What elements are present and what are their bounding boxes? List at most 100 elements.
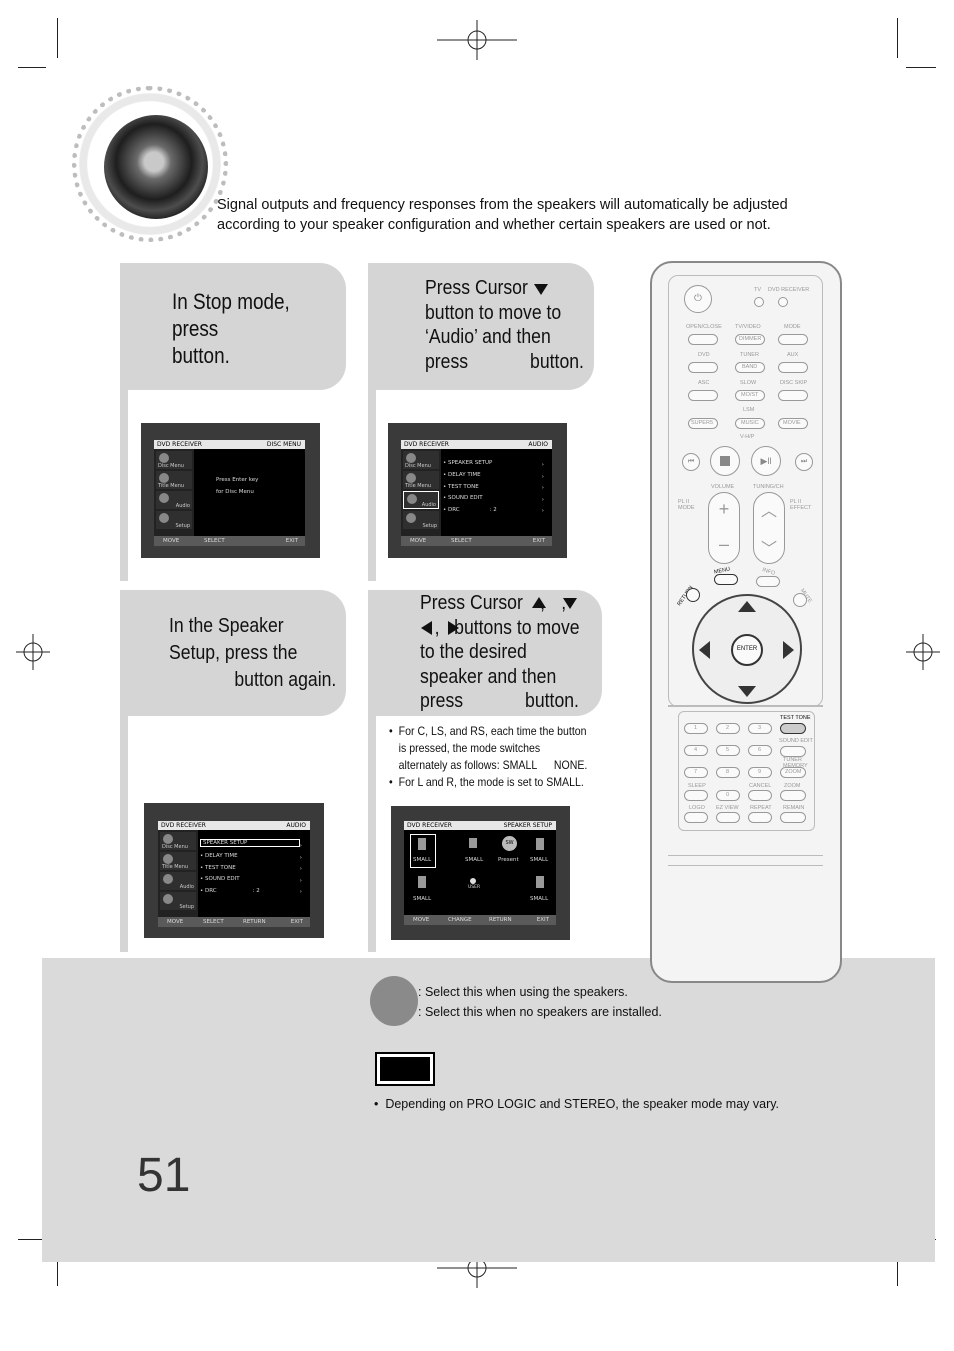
bullet-1-text-2: is pressed, the mode switches	[398, 741, 541, 755]
side-label: Disc Menu	[405, 463, 431, 469]
screen1-sidebar: Disc Menu Title Menu Audio Setup	[154, 449, 194, 536]
return-button[interactable]	[686, 588, 700, 602]
sleep-label: SLEEP	[688, 783, 706, 789]
stop-icon	[720, 456, 730, 466]
remain-label: REMAIN	[783, 805, 805, 811]
test-tone-button[interactable]	[780, 723, 806, 734]
speaker-icon	[469, 838, 477, 848]
digit-8-button[interactable]: 8	[716, 767, 740, 778]
digit-label: 7	[694, 769, 698, 775]
digit-0-button[interactable]: 0	[716, 790, 740, 801]
play-pause-button[interactable]: ▶ll	[751, 446, 781, 476]
row-label: SOUND EDIT	[448, 495, 483, 501]
registration-target-right	[906, 634, 940, 670]
band-button[interactable]: BAND	[735, 362, 765, 373]
aux-button[interactable]	[778, 362, 808, 373]
screen1-side-disc: Disc Menu	[156, 451, 192, 469]
foot-select: SELECT	[203, 919, 224, 925]
speaker-icon	[536, 838, 544, 850]
screen1-side-audio: Audio	[156, 491, 192, 509]
ez-view-button[interactable]	[716, 812, 740, 823]
digit-2-button[interactable]: 2	[716, 723, 740, 734]
digit-4-button[interactable]: 4	[684, 745, 708, 756]
dimmer-label: DIMMER	[739, 336, 762, 342]
cursor-down-icon	[534, 284, 548, 295]
sleep-button[interactable]	[684, 790, 708, 801]
cancel-button[interactable]	[748, 790, 772, 801]
screen2-header-left: DVD RECEIVER	[404, 441, 449, 448]
screen3-side-disc: Disc Menu	[160, 832, 196, 850]
bullet-2-text: For L and R, the mode is set to SMALL.	[398, 775, 584, 789]
nav-up-button[interactable]	[738, 601, 756, 613]
volume-rocker[interactable]: + –	[708, 492, 740, 564]
cursor-up-icon	[532, 597, 546, 608]
step4-comma-2: ,	[561, 591, 567, 614]
step4-left-bar	[368, 590, 376, 952]
sound-edit-button[interactable]	[780, 746, 806, 757]
side-label: Setup	[422, 523, 437, 529]
next-track-button[interactable]: ⏭	[795, 453, 813, 471]
step4-line-5: press	[420, 689, 464, 712]
menu-button[interactable]	[714, 574, 738, 585]
nav-right-button[interactable]	[783, 641, 795, 659]
zoom-button[interactable]	[780, 790, 806, 801]
nav-left-button[interactable]	[699, 641, 711, 659]
screen3-side-setup: Setup	[160, 892, 196, 910]
info-button[interactable]	[756, 576, 780, 587]
digit-1-button[interactable]: 1	[684, 723, 708, 734]
tuning-rocker[interactable]: ︿ ﹀	[753, 492, 785, 564]
side-label: Disc Menu	[158, 463, 184, 469]
open-close-button[interactable]	[688, 334, 718, 345]
dimmer-button[interactable]: DIMMER	[735, 334, 765, 345]
remain-button[interactable]	[780, 812, 806, 823]
disc-skip-button[interactable]	[778, 390, 808, 401]
note-box	[375, 1052, 435, 1086]
power-button[interactable]: ⏻	[684, 285, 712, 313]
digit-9-button[interactable]: 9	[748, 767, 772, 778]
tuner-memory-button[interactable]: ZOOM	[780, 767, 806, 778]
mute-button[interactable]	[793, 593, 807, 607]
side-label: Title Menu	[162, 864, 189, 870]
screen3-arrows: › › › › ›	[300, 841, 302, 899]
digit-7-button[interactable]: 7	[684, 767, 708, 778]
side-label: Setup	[179, 904, 194, 910]
step4-line-4: speaker and then	[420, 664, 557, 688]
step2-line-4: press	[425, 349, 469, 373]
speaker-rs-mode: SMALL	[530, 896, 549, 902]
digit-label: 6	[758, 747, 762, 753]
stop-button[interactable]	[710, 446, 740, 476]
dvd-receiver-button[interactable]	[778, 297, 788, 307]
screen1-tv: DVD RECEIVER DISC MENU Disc Menu Title M…	[141, 423, 320, 558]
screen3-row-4: • SOUND EDIT	[200, 876, 240, 882]
digit-5-button[interactable]: 5	[716, 745, 740, 756]
note-circle-badge	[370, 976, 418, 1026]
music-button[interactable]: MUSIC	[735, 418, 765, 429]
mode-button[interactable]	[778, 334, 808, 345]
nav-down-button[interactable]	[738, 686, 756, 698]
gear-icon	[406, 513, 416, 523]
sw-label: SW	[505, 840, 514, 846]
bullet-2: •For L and R, the mode is set to SMALL.	[389, 775, 584, 789]
foot-exit: EXIT	[536, 917, 549, 923]
enter-button[interactable]: ENTER	[731, 634, 763, 666]
super5-button[interactable]: SUPER5	[688, 418, 718, 429]
screen1-side-setup: Setup	[156, 511, 192, 529]
logo-button[interactable]	[684, 812, 708, 823]
asc-button[interactable]	[688, 390, 718, 401]
foot-exit: EXIT	[290, 919, 303, 925]
screen2-side-title: Title Menu	[403, 471, 439, 489]
dvd-button[interactable]	[688, 362, 718, 373]
tv-button[interactable]	[754, 297, 764, 307]
audio-icon	[407, 494, 417, 504]
digit-3-button[interactable]: 3	[748, 723, 772, 734]
digit-label: 5	[726, 747, 730, 753]
screen4-tv: DVD RECEIVER SPEAKER SETUP SW SMALL SMAL…	[391, 806, 570, 940]
repeat-button[interactable]	[748, 812, 772, 823]
digit-6-button[interactable]: 6	[748, 745, 772, 756]
foot-select: SELECT	[204, 538, 225, 544]
prev-track-button[interactable]: ⏮	[682, 453, 700, 471]
screen3-row-3: • TEST TONE	[200, 865, 236, 871]
mo-st-button[interactable]: MO/ST	[735, 390, 765, 401]
movie-button[interactable]: MOVIE	[778, 418, 808, 429]
